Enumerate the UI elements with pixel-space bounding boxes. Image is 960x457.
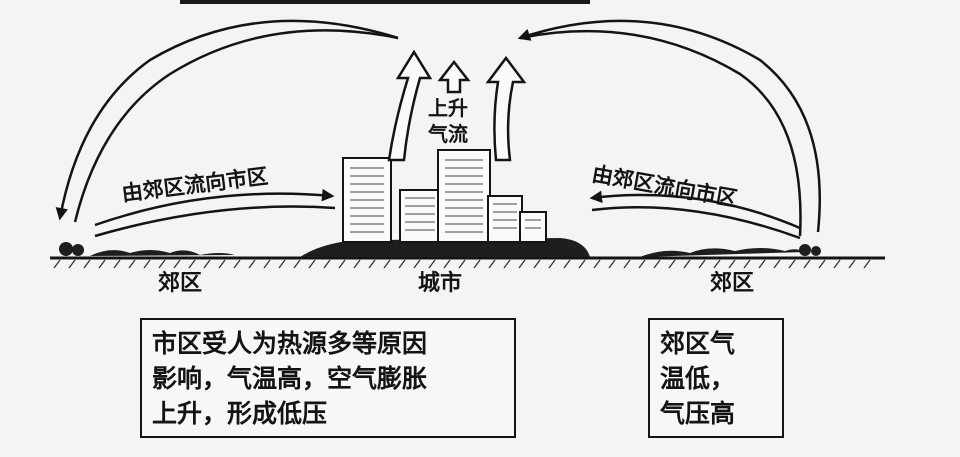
ground-hatching — [53, 259, 871, 269]
building-windows — [350, 159, 541, 233]
updraft-label-line-1: 上升 — [428, 96, 468, 120]
suburb-box-line-2: 温低， — [660, 364, 736, 393]
updraft-label: 上升 气流 — [428, 95, 468, 147]
suburb-explanation-box: 郊区气 温低， 气压高 — [648, 318, 784, 438]
left-suburb-shrubs — [59, 242, 235, 256]
city-box-line-1: 市区受人为热源多等原因 — [152, 329, 428, 358]
updraft-label-line-2: 气流 — [428, 122, 468, 146]
right-suburb-shrubs — [640, 244, 821, 257]
city-explanation-box: 市区受人为热源多等原因 影响，气温高，空气膨胀 上升，形成低压 — [140, 318, 516, 438]
suburb-box-line-3: 气压高 — [660, 399, 736, 428]
suburb-box-line-1: 郊区气 — [660, 329, 736, 358]
updraft-arrows — [387, 49, 527, 162]
surface-inflow-arrows — [94, 188, 801, 240]
city-box-line-3: 上升，形成低压 — [152, 399, 328, 428]
ground-label-suburb-left: 郊区 — [158, 271, 203, 296]
upper-circulation-arrows — [55, 19, 821, 237]
ground-label-city: 城市 — [418, 271, 463, 296]
top-border-line — [180, 0, 590, 4]
city-box-line-2: 影响，气温高，空气膨胀 — [152, 364, 428, 393]
ground-label-suburb-right: 郊区 — [710, 271, 755, 296]
